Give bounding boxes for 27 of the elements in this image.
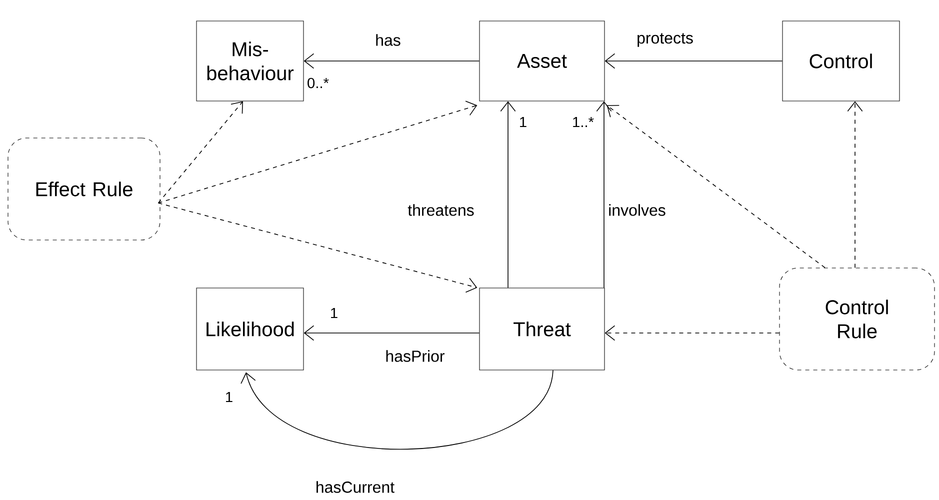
arrow (604, 325, 780, 341)
multiplicity-label: 1 (520, 116, 526, 128)
arrow (158, 100, 478, 204)
edge-label: protects (635, 32, 695, 48)
arrow (847, 101, 863, 268)
edge-label: hasCurrent (314, 480, 396, 494)
arrow (606, 104, 826, 268)
class-box: Likelihood (196, 288, 304, 370)
arrow (240, 370, 554, 450)
multiplicity-label: 1..* (573, 116, 594, 128)
arrow (304, 53, 480, 69)
edge-label: hasPrior (384, 348, 446, 364)
multiplicity-label: 1 (331, 308, 338, 318)
arrow (604, 53, 783, 69)
edge-label: has (374, 32, 402, 48)
class-box: Threat (479, 288, 605, 370)
arrow (596, 101, 612, 288)
arrow (500, 101, 516, 288)
edge-label: involves (606, 202, 668, 218)
class-box: Asset (479, 20, 605, 102)
class-box: Control (782, 20, 900, 102)
edge-label: threatens (406, 202, 476, 218)
arrow (304, 325, 480, 341)
class-box: Mis- behaviour (196, 20, 304, 102)
arrow (158, 101, 243, 204)
multiplicity-label: 1 (226, 392, 232, 402)
arrow (158, 202, 478, 293)
